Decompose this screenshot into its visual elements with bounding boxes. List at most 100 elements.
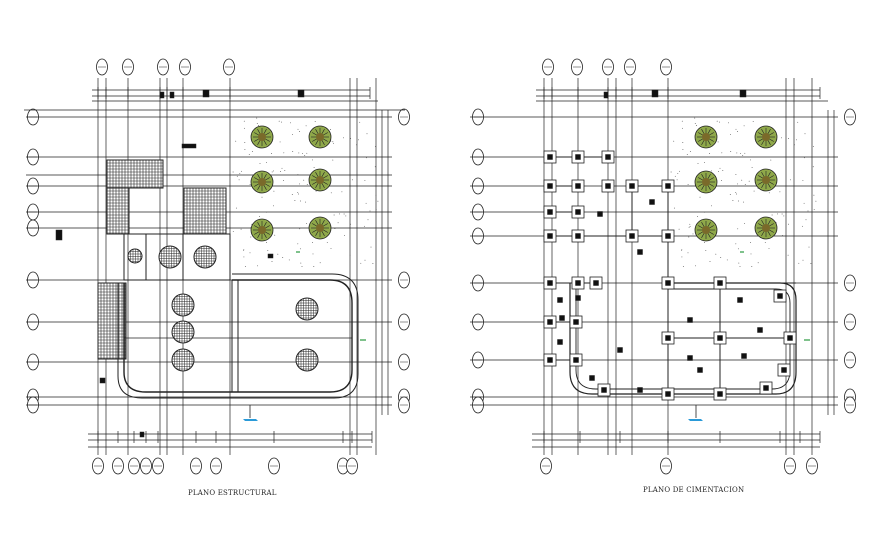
dot: [235, 207, 237, 209]
dot: [249, 252, 251, 254]
isolated-footing: [601, 150, 615, 164]
dot: [679, 170, 681, 172]
footing-column: [629, 183, 635, 189]
dot: [298, 193, 299, 195]
dot: [271, 171, 273, 173]
dot: [236, 175, 238, 177]
dot: [312, 159, 313, 161]
tree-core: [316, 133, 324, 141]
dot: [752, 121, 754, 123]
dot: [297, 243, 299, 245]
dot: [330, 192, 332, 194]
dot: [770, 159, 772, 161]
dot: [721, 180, 723, 182]
dot: [750, 159, 751, 161]
column-mark: [589, 375, 595, 381]
dot: [238, 179, 240, 181]
isolated-footing: [713, 331, 727, 345]
dot: [719, 167, 721, 169]
dot: [709, 261, 711, 262]
footing-column: [573, 357, 579, 363]
dot: [794, 144, 795, 146]
tree-symbol: [308, 216, 332, 240]
dot: [738, 262, 740, 264]
dot: [248, 154, 250, 156]
dot: [274, 234, 276, 236]
dot: [788, 138, 790, 139]
isolated-footing: [597, 383, 611, 397]
dot: [244, 266, 246, 268]
dot: [704, 161, 705, 163]
isolated-footing: [661, 179, 675, 193]
dot: [377, 200, 379, 202]
dot: [740, 152, 742, 154]
tree-symbol: [250, 218, 274, 242]
footing-column: [593, 280, 599, 286]
dot: [330, 129, 332, 130]
column-mark: [737, 297, 743, 303]
dot: [339, 213, 340, 215]
tree-symbol: [754, 125, 778, 149]
dot: [732, 200, 734, 201]
title-plano-de-cimentacion: PLANO DE CIMENTACION: [643, 486, 744, 494]
dot: [271, 153, 273, 154]
isolated-footing: [713, 387, 727, 401]
dot: [256, 117, 258, 119]
tree-core: [762, 224, 770, 232]
dot: [681, 120, 683, 122]
footing-column: [605, 183, 611, 189]
dot: [343, 213, 345, 215]
column-mark: [687, 317, 693, 323]
footing-column: [575, 183, 581, 189]
dot: [243, 256, 245, 258]
dot: [717, 141, 719, 143]
footing-column: [787, 335, 793, 341]
footing-column: [763, 385, 769, 391]
dot: [710, 170, 712, 172]
hatch-border: [97, 282, 127, 360]
footing-column: [547, 209, 553, 215]
column-mark: [739, 89, 747, 98]
isolated-footing: [569, 315, 583, 329]
dot: [312, 253, 314, 255]
column-mark: [597, 211, 603, 217]
dot: [722, 170, 724, 171]
dot: [730, 133, 731, 135]
tree-symbol: [308, 125, 332, 149]
isolated-footing: [661, 276, 675, 290]
dot: [694, 123, 696, 125]
dot: [768, 247, 770, 249]
dot: [787, 254, 789, 256]
circular-opening: [158, 245, 182, 269]
dot: [726, 259, 728, 261]
dot: [350, 223, 351, 225]
dot: [744, 184, 746, 186]
isolated-footing: [543, 179, 557, 193]
dot: [673, 207, 675, 209]
dot: [805, 219, 807, 221]
dot: [326, 241, 328, 243]
dot: [299, 131, 301, 132]
dot: [367, 219, 369, 221]
dot: [797, 121, 799, 123]
dot: [272, 170, 274, 172]
footing-column: [665, 391, 671, 397]
dot: [266, 161, 267, 163]
dot: [737, 248, 739, 250]
dot: [375, 208, 377, 210]
dot: [271, 261, 273, 262]
tree-core: [258, 133, 266, 141]
isolated-footing: [543, 315, 557, 329]
footing-column: [575, 154, 581, 160]
dot: [735, 128, 737, 130]
dot: [743, 201, 745, 203]
dot: [356, 144, 357, 146]
column-mark: [55, 229, 63, 241]
footing-column: [665, 183, 671, 189]
dot: [704, 242, 705, 244]
stair-mark: [181, 143, 197, 149]
title-plano-estructural: PLANO ESTRUCTURAL: [188, 489, 277, 497]
dot: [681, 127, 683, 129]
isolated-footing: [543, 353, 557, 367]
